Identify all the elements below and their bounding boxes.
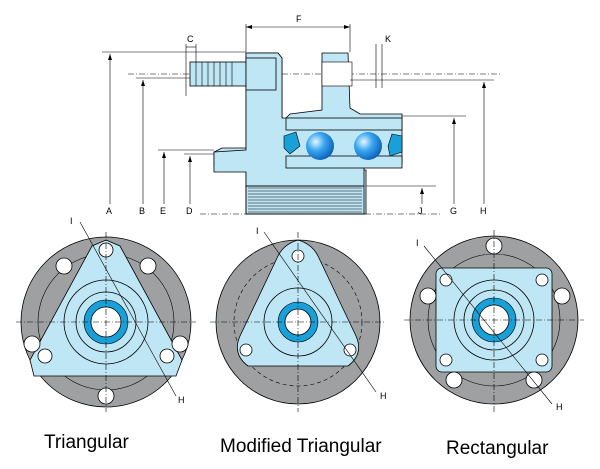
ball-left (306, 132, 334, 160)
dim-label-F: F (296, 14, 302, 24)
dim-label-C: C (187, 34, 194, 44)
leader-line (423, 245, 553, 405)
seal-right (387, 133, 403, 157)
cross-section: F C K A B E D J G H (102, 14, 500, 216)
dimension-lines (102, 24, 494, 204)
stud-hole-5 (23, 335, 41, 353)
stud-hole-1 (55, 257, 73, 275)
dim-label-J: J (418, 206, 423, 216)
seal-left (283, 131, 301, 155)
stud-hole-5 (525, 371, 543, 389)
caption-triangular: Triangular (44, 432, 130, 453)
bolt-hole-2 (535, 273, 549, 287)
dim-label-G: G (450, 206, 457, 216)
bolt-hole (321, 61, 353, 87)
spline-teeth (248, 187, 362, 213)
wheel-bolt (189, 61, 247, 87)
dim-label-D: D (186, 206, 193, 216)
dimension-arrows (108, 25, 486, 194)
label-H: H (380, 391, 387, 401)
label-I: I (256, 226, 259, 236)
view-triangular: I H Triangular (16, 216, 196, 453)
bolt-hole-4 (535, 353, 549, 367)
dim-label-H: H (480, 206, 487, 216)
bolt-hole-left (37, 348, 53, 364)
label-I: I (70, 216, 73, 226)
bolt-hole-3 (439, 353, 453, 367)
view-modified-triangular: I H Modified Triangular (210, 226, 387, 457)
bolt-head (245, 57, 277, 91)
bolt-thread (195, 62, 233, 86)
stud-hole-3 (171, 335, 189, 353)
spline-bore (245, 185, 365, 215)
stud-hole-2 (139, 257, 157, 275)
bolt-hole-right (159, 348, 175, 364)
dim-label-B: B (139, 206, 145, 216)
stud-hole-4 (445, 371, 463, 389)
inner-ring (285, 155, 403, 169)
dim-label-E: E (160, 206, 166, 216)
caption-rectangular: Rectangular (446, 438, 549, 459)
bolt-hole-1 (439, 273, 453, 287)
stud-hole-2 (419, 287, 437, 305)
outer-ring (285, 117, 403, 131)
leader-line (263, 231, 377, 393)
bolt-hole-right (343, 343, 357, 357)
view-rectangular: I H Rectangular (404, 230, 584, 459)
bolt-hole-left (239, 343, 253, 357)
caption-modified-triangular: Modified Triangular (220, 436, 382, 457)
dim-label-A: A (106, 206, 112, 216)
dim-label-K: K (385, 34, 391, 44)
label-I: I (416, 238, 419, 248)
ball-right (354, 132, 382, 160)
stud-hole-3 (553, 287, 571, 305)
label-H: H (178, 395, 185, 405)
leader-line (79, 221, 177, 397)
label-H: H (556, 402, 563, 412)
